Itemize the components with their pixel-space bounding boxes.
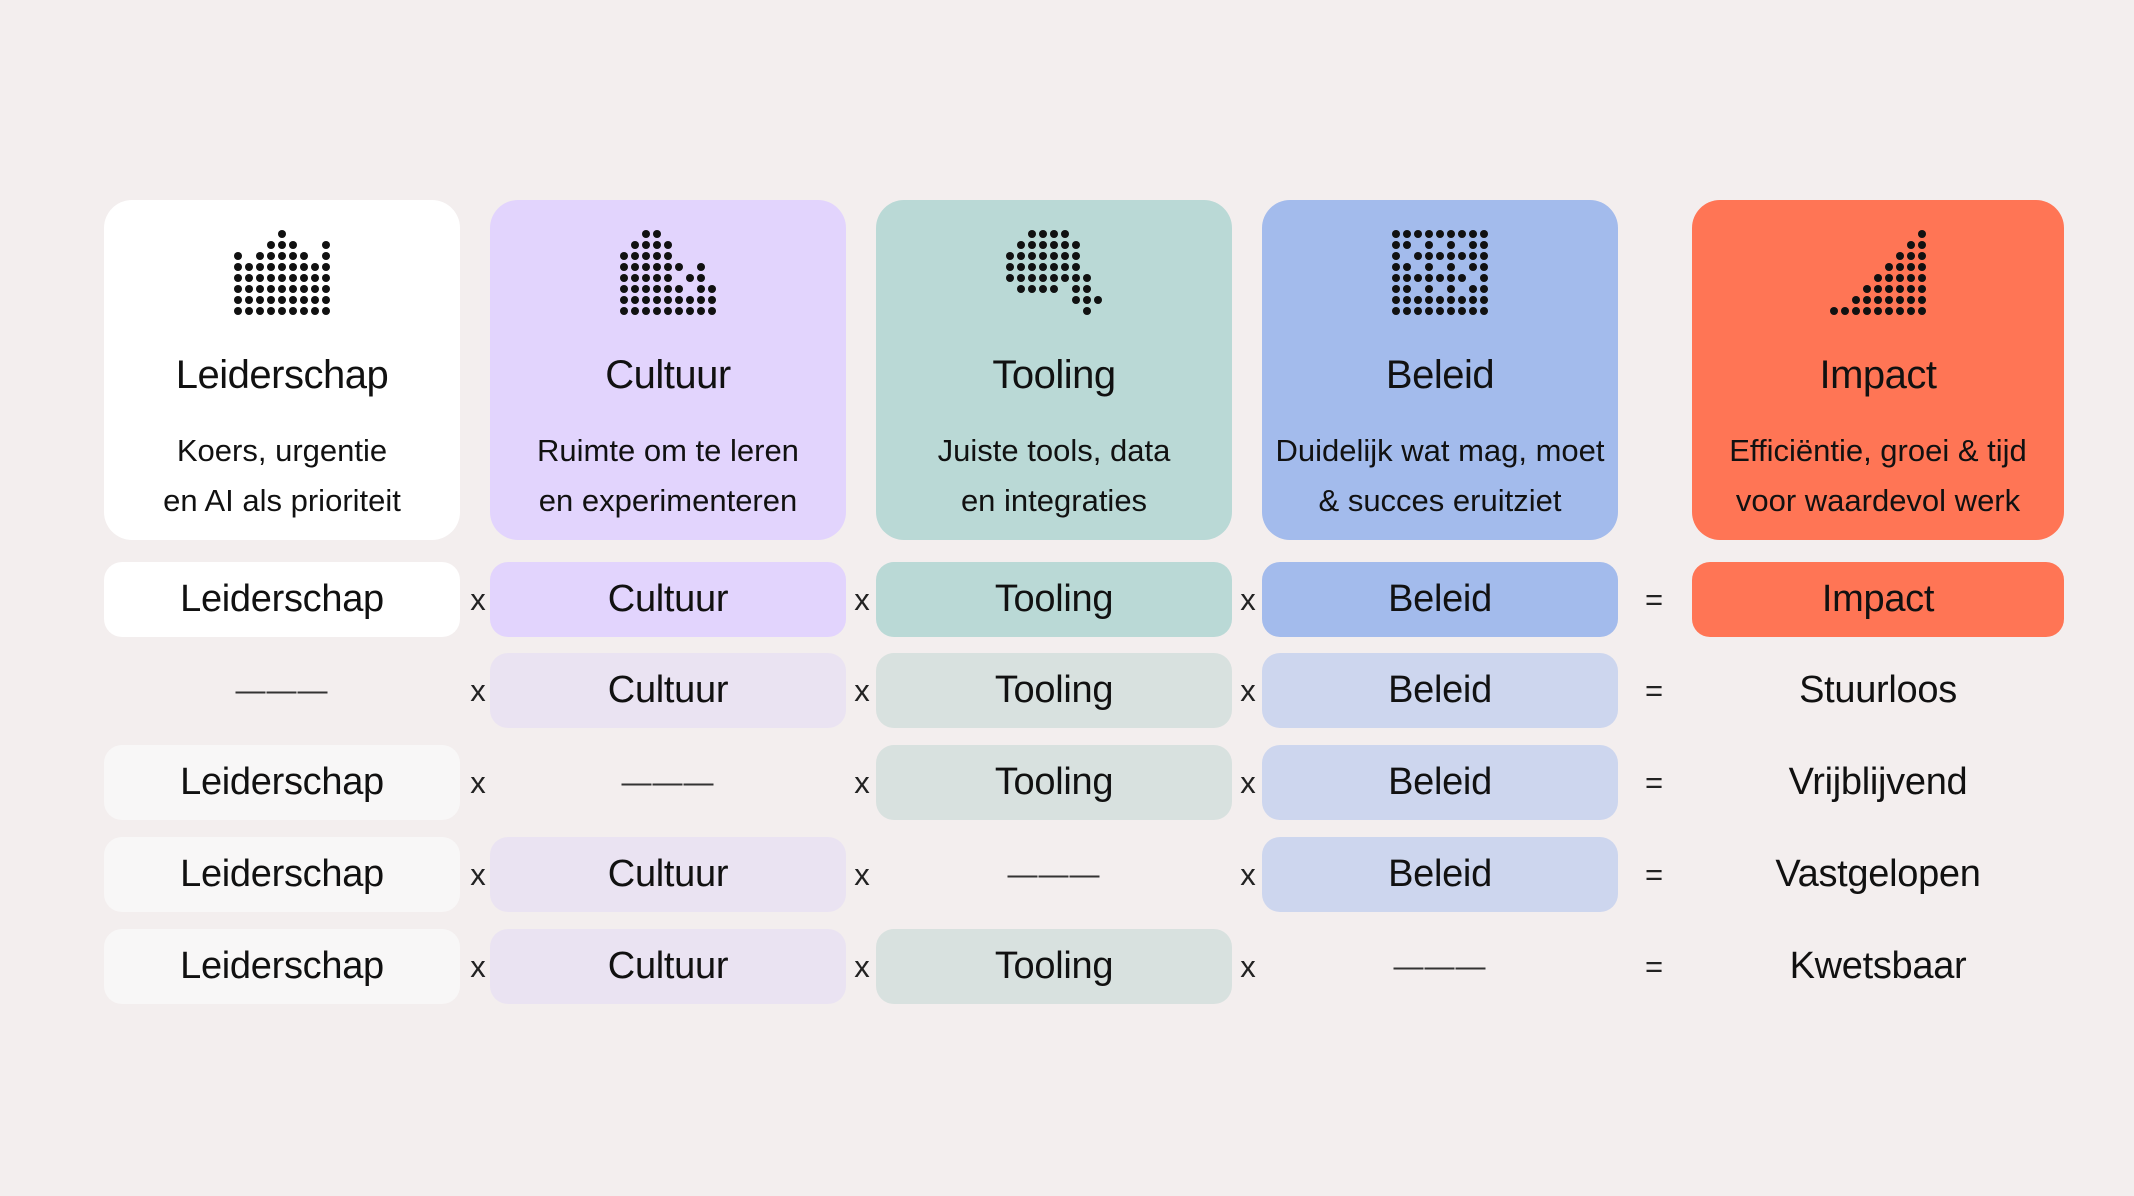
leiderschap-dots-icon: [230, 226, 334, 330]
equals-operator: =: [1644, 856, 1664, 892]
equals-operator: =: [1644, 948, 1664, 984]
row-4-result: Vastgelopen: [1775, 853, 1981, 895]
row-3-result: Vrijblijvend: [1788, 761, 1968, 803]
row-4-tooling-missing: ———: [1007, 857, 1101, 891]
times-operator: x: [1240, 672, 1256, 708]
times-operator: x: [470, 672, 486, 708]
row-5-leiderschap: Leiderschap: [104, 929, 460, 1004]
times-operator: x: [854, 948, 870, 984]
equals-operator: =: [1644, 672, 1664, 708]
row-1-tooling: Tooling: [876, 562, 1232, 637]
row-5-tooling: Tooling: [876, 929, 1232, 1004]
row-1-beleid: Beleid: [1262, 562, 1618, 637]
card-description: Duidelijk wat mag, moet& succes eruitzie…: [1275, 433, 1605, 518]
row-2-tooling: Tooling: [876, 653, 1232, 728]
card-title: Beleid: [1385, 353, 1495, 397]
times-operator: x: [1240, 581, 1256, 617]
times-operator: x: [854, 764, 870, 800]
row-1-cultuur: Cultuur: [490, 562, 846, 637]
times-operator: x: [470, 581, 486, 617]
row-3-cultuur-missing: ———: [621, 765, 715, 799]
row-1-result: Impact: [1692, 562, 2064, 637]
row-2-cultuur: Cultuur: [490, 653, 846, 728]
times-operator: x: [470, 856, 486, 892]
times-operator: x: [1240, 948, 1256, 984]
row-4-beleid: Beleid: [1262, 837, 1618, 912]
card-title: Cultuur: [605, 353, 731, 397]
row-2-leiderschap-missing: ———: [235, 673, 329, 707]
beleid-dots-icon: [1388, 226, 1492, 330]
row-5-beleid-missing: ———: [1393, 949, 1487, 983]
card-title: Impact: [1819, 353, 1937, 397]
row-3-tooling: Tooling: [876, 745, 1232, 820]
cultuur-dots-icon: [616, 226, 720, 330]
row-4-cultuur: Cultuur: [490, 837, 846, 912]
equals-operator: =: [1644, 764, 1664, 800]
times-operator: x: [854, 672, 870, 708]
times-operator: x: [854, 581, 870, 617]
row-3-leiderschap: Leiderschap: [104, 745, 460, 820]
times-operator: x: [854, 856, 870, 892]
row-2-beleid: Beleid: [1262, 653, 1618, 728]
equals-operator: =: [1644, 581, 1664, 617]
row-3-beleid: Beleid: [1262, 745, 1618, 820]
times-operator: x: [1240, 856, 1256, 892]
card-beleid: Beleid Duidelijk wat mag, moet& succes e…: [1262, 200, 1618, 540]
row-5-cultuur: Cultuur: [490, 929, 846, 1004]
times-operator: x: [470, 948, 486, 984]
row-5-result: Kwetsbaar: [1789, 945, 1967, 987]
row-2-result: Stuurloos: [1799, 669, 1957, 711]
times-operator: x: [1240, 764, 1256, 800]
tooling-dots-icon: [1002, 226, 1106, 330]
row-4-leiderschap: Leiderschap: [104, 837, 460, 912]
impact-dots-icon: [1826, 226, 1930, 330]
row-1-leiderschap: Leiderschap: [104, 562, 460, 637]
card-title: Leiderschap: [175, 353, 389, 397]
card-title: Tooling: [992, 353, 1116, 397]
times-operator: x: [470, 764, 486, 800]
